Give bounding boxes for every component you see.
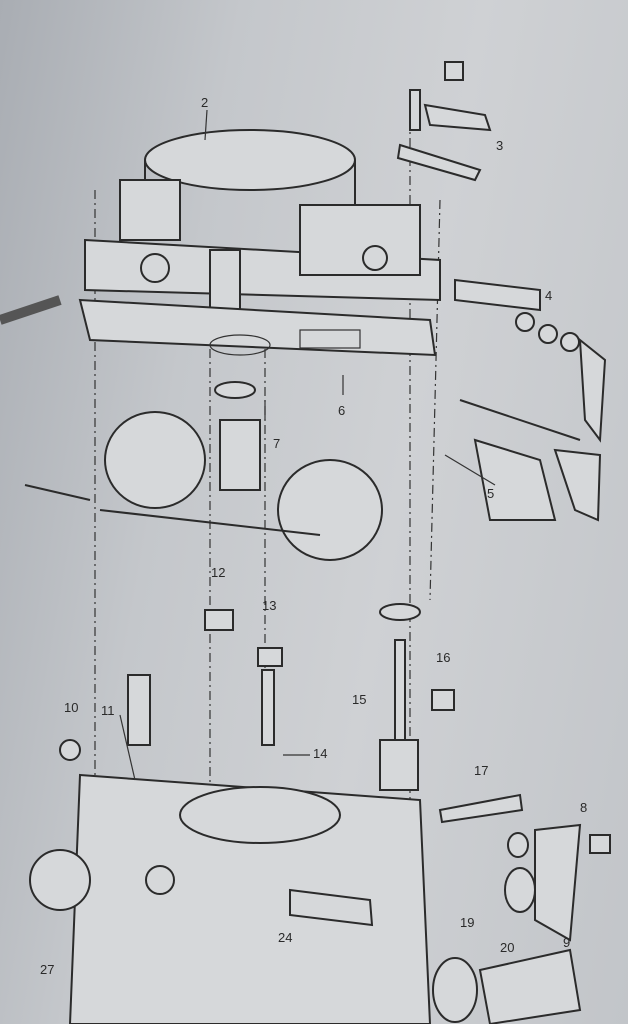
part-label-27: 27 xyxy=(40,962,55,977)
right-lever-parts xyxy=(432,823,611,1024)
part-label-16: 16 xyxy=(436,650,451,665)
part-label-24: 24 xyxy=(278,930,293,945)
lower-parts xyxy=(59,603,524,824)
part-label-15: 15 xyxy=(352,692,367,707)
top-bracket-part xyxy=(396,61,492,182)
part-label-7: 7 xyxy=(273,436,281,451)
part-label-10: 10 xyxy=(64,700,79,715)
part-label-8: 8 xyxy=(580,800,588,815)
part-label-14: 14 xyxy=(313,746,328,761)
part-label-5: 5 xyxy=(487,486,495,501)
upper-body-part xyxy=(84,129,441,321)
part-label-4: 4 xyxy=(545,288,553,303)
part-label-2: 2 xyxy=(201,95,209,110)
part-label-20: 20 xyxy=(500,940,515,955)
part-label-9: 9 xyxy=(563,935,571,950)
leader-lines xyxy=(119,109,496,781)
part-label-13: 13 xyxy=(262,598,277,613)
main-body-part xyxy=(29,773,432,1024)
linkage-parts xyxy=(454,278,607,522)
part-label-3: 3 xyxy=(496,138,504,153)
part-label-6: 6 xyxy=(338,403,346,418)
part-label-11: 11 xyxy=(101,703,115,718)
gasket-part xyxy=(78,298,437,357)
part-label-12: 12 xyxy=(211,565,226,580)
part-label-19: 19 xyxy=(460,915,475,930)
needle-valve-part xyxy=(214,381,261,491)
part-label-17: 17 xyxy=(474,763,489,778)
float-part xyxy=(0,295,383,561)
